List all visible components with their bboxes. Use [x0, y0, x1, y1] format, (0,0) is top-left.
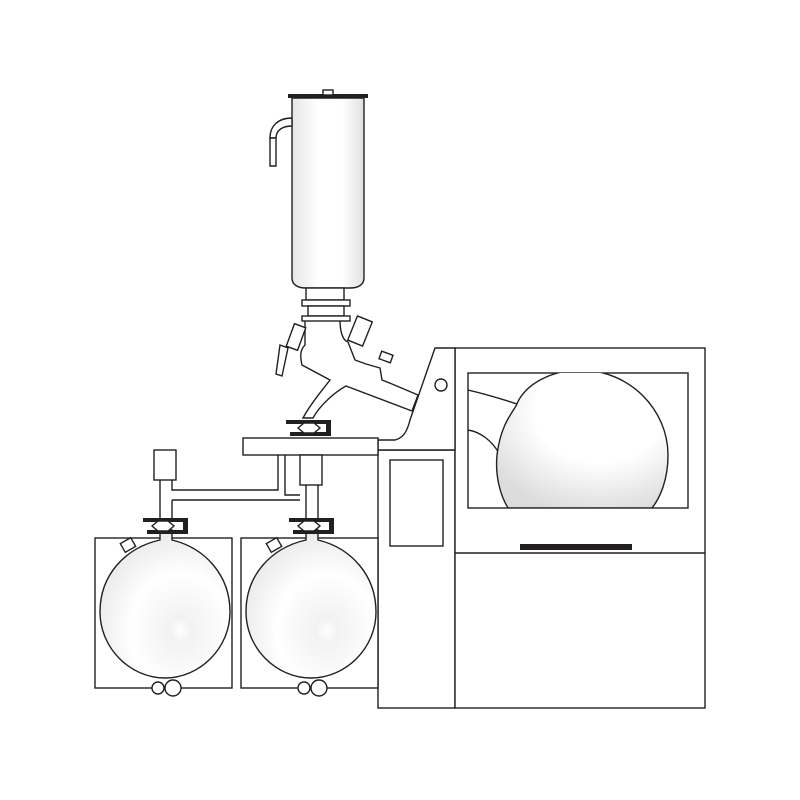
receiver-platform: [242, 437, 379, 456]
condenser-body: [291, 97, 365, 289]
hose-barb-left: [275, 344, 289, 377]
receiver-flask-right: [240, 518, 379, 697]
valve-top-left: [285, 322, 307, 352]
button-icon[interactable]: [434, 378, 448, 392]
vapor-duct: [300, 319, 419, 419]
hose-barb: [269, 137, 277, 167]
condenser: [269, 89, 368, 322]
valve-small: [378, 350, 394, 364]
receiver-manifold: [153, 449, 323, 518]
coolant-inlet: [269, 117, 293, 139]
clamp-left[interactable]: [143, 518, 188, 534]
clamp-upper[interactable]: [286, 420, 331, 436]
valve-left[interactable]: [153, 449, 177, 481]
clamp-right[interactable]: [289, 518, 334, 534]
valve-top-right[interactable]: [346, 315, 374, 347]
valve-right[interactable]: [299, 454, 323, 486]
motor-arm: [377, 347, 456, 451]
handle-bar[interactable]: [520, 544, 632, 550]
evaporation-flask: [468, 373, 669, 508]
receiver-flask-left: [94, 518, 233, 697]
control-panel[interactable]: [389, 459, 444, 547]
cap-knob: [322, 89, 334, 96]
condenser-cap: [288, 94, 368, 98]
